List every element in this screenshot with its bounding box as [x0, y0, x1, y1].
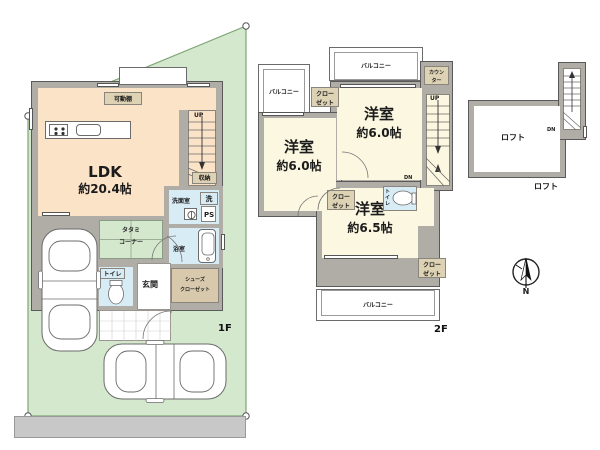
window-2f-south	[324, 255, 398, 259]
kitchen-stove	[49, 124, 68, 136]
lot-corner-marker-ne	[242, 22, 250, 30]
balcony-left-label: バルコニー	[269, 89, 299, 96]
door-swing-2f-b	[317, 187, 341, 211]
ldk-window-left	[29, 108, 33, 130]
under-stair-storage-label: 収納	[192, 172, 217, 184]
balcony-bottom	[316, 289, 440, 321]
ldk-room-fill	[38, 88, 179, 216]
stair-dn-label-2f: DN	[404, 175, 413, 181]
western-room-north-fill	[337, 88, 422, 180]
balcony-top	[329, 47, 423, 81]
floor1-tag: 1F	[218, 323, 232, 334]
closet-label-mid-text: クロー ゼット	[331, 194, 350, 210]
western-room-west-area: 約6.0帖	[276, 159, 322, 173]
loft-stair-treads	[562, 71, 582, 131]
closet-label-south: クロー ゼット	[418, 258, 446, 278]
kitchen-sink	[76, 124, 101, 136]
loft-tag: ロフト	[534, 182, 558, 191]
western-room-south-label: 洋室	[354, 200, 386, 218]
balcony-top-label: バルコニー	[361, 63, 391, 70]
shoe-closet-label-1: シューズ	[185, 277, 205, 283]
window-2f-west	[262, 112, 304, 116]
road-strip	[14, 416, 246, 438]
loft-floor-fill	[474, 106, 560, 172]
north-arrow	[508, 256, 544, 292]
hall-door-swing	[151, 235, 177, 261]
bathroom-window	[221, 234, 225, 250]
entrance-label: 玄関	[142, 280, 158, 289]
loft-stair-window	[583, 126, 587, 138]
closet-label-north-text: クロー ゼット	[315, 91, 334, 107]
pipe-space-label: PS	[201, 206, 216, 222]
entrance-hall-fill	[137, 263, 171, 310]
balcony-left	[258, 64, 310, 114]
parked-car-left	[38, 228, 101, 352]
stair-up-label-1f: UP	[194, 112, 204, 119]
bathtub	[198, 229, 216, 263]
tatami-label-line1: タタミ	[121, 227, 141, 234]
window-2f-north	[340, 84, 416, 88]
door-swing-2f-c	[297, 195, 319, 217]
loft-room-label: ロフト	[501, 133, 525, 142]
stair-up-label-2f: UP	[430, 95, 440, 102]
ldk-label: LDK	[88, 163, 122, 181]
laundry-label: 洗	[200, 192, 218, 205]
ldk-area-label: 約20.4帖	[78, 182, 132, 196]
ldk-window-bottom	[42, 212, 70, 216]
shoe-closet-label-2: クローゼット	[179, 287, 211, 293]
door-swing-2f-a	[341, 151, 369, 179]
balcony-bottom-label: バルコニー	[363, 302, 393, 309]
closet-label-north: クロー ゼット	[311, 87, 339, 107]
closet-label-mid: クロー ゼット	[327, 190, 355, 210]
toilet-label-2f: トイレ	[385, 189, 391, 207]
front-door-swing	[142, 310, 172, 340]
entrance-porch-tile	[99, 310, 172, 342]
stair-shaft-wall-1f	[179, 110, 188, 182]
counter-label-text: カウン ター	[428, 70, 444, 84]
stair-treads-2f	[425, 100, 451, 187]
toilet-fixture-1f	[108, 280, 124, 305]
closet-label-south-text: クロー ゼット	[422, 262, 441, 278]
tatami-mat-lines	[99, 220, 163, 259]
western-room-south-area: 約6.5帖	[347, 221, 393, 235]
western-room-north-label: 洋室	[363, 105, 395, 123]
washbasin-icon	[184, 208, 197, 220]
compass-rose-svg	[512, 257, 540, 288]
ldk-window-top-2	[187, 83, 210, 87]
ldk-room-fill-right	[179, 88, 216, 110]
floor2-tag: 2F	[434, 324, 448, 335]
shoe-closet-fill	[171, 268, 219, 303]
counter-label: カウン ター	[424, 66, 449, 85]
tatami-label-line2: コーナー	[118, 239, 144, 246]
western-room-north-area: 約6.0帖	[356, 126, 402, 140]
movable-shelf-label: 可動棚	[104, 92, 142, 105]
western-room-west-label: 洋室	[283, 138, 315, 156]
north-arrow-label: N	[522, 287, 530, 296]
parked-car-bottom	[103, 340, 227, 403]
loft-dn-label: DN	[547, 127, 556, 133]
toilet-fixture-2f	[392, 190, 417, 206]
ldk-bay-window	[119, 67, 187, 85]
washroom-label: 洗面室	[172, 198, 191, 205]
ldk-window-top-1	[97, 83, 119, 87]
